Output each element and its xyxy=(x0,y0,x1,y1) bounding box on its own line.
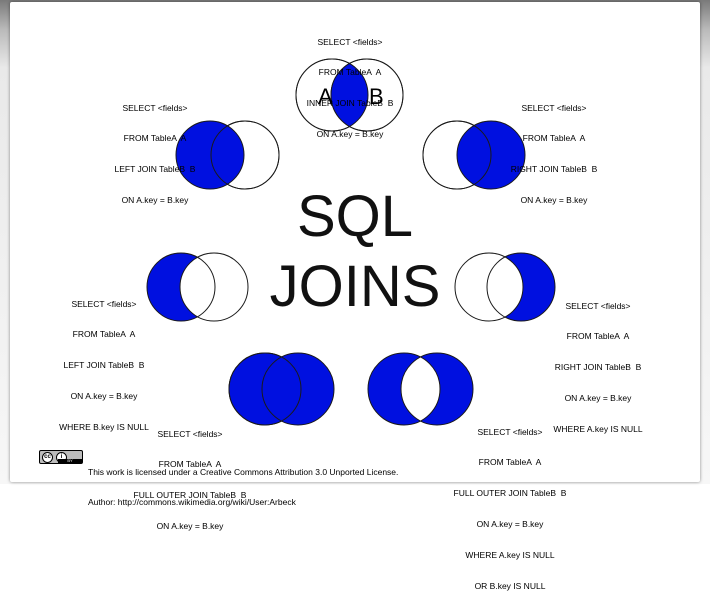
right-excl-code: SELECT <fields> FROM TableA A RIGHT JOIN… xyxy=(538,280,658,445)
code-line: FROM TableA A xyxy=(123,133,187,144)
creative-commons-by-icon: cc i BY xyxy=(39,450,83,464)
license-text: This work is licensed under a Creative C… xyxy=(88,447,398,517)
label-b: B xyxy=(369,84,384,109)
code-line: SELECT <fields> xyxy=(317,36,383,47)
code-line: FROM TableA A xyxy=(72,329,136,340)
inner-join-venn: A B xyxy=(295,58,404,132)
code-line: LEFT JOIN TableB B xyxy=(63,360,145,371)
right-join-venn xyxy=(422,120,526,190)
left-excl-circle-a xyxy=(147,253,215,321)
code-line: ON A.key = B.key xyxy=(70,391,138,402)
code-line: ON A.key = B.key xyxy=(156,521,224,532)
code-line: FROM TableA A xyxy=(478,457,542,468)
full-outer-venn xyxy=(228,352,335,426)
left-excl-circle-b xyxy=(179,252,249,322)
code-line: ON A.key = B.key xyxy=(564,393,632,404)
code-line: WHERE A.key IS NULL xyxy=(465,550,555,561)
left-join-circle-a xyxy=(175,120,245,190)
code-line: FROM TableA A xyxy=(318,67,382,78)
author-line: Author: http://commons.wikimedia.org/wik… xyxy=(88,497,296,507)
code-line: WHERE B.key IS NULL xyxy=(59,422,149,433)
badge-strip-label: BY xyxy=(67,458,73,463)
full-outer-excl-code: SELECT <fields> FROM TableA A FULL OUTER… xyxy=(450,406,570,602)
code-line: SELECT <fields> xyxy=(71,298,137,309)
venn-diagrams: A B xyxy=(146,58,556,426)
code-line: ON A.key = B.key xyxy=(316,129,384,140)
code-line: SELECT <fields> xyxy=(521,102,587,113)
right-excl-circle-b xyxy=(487,253,555,321)
full-outer-circle-b xyxy=(261,352,335,426)
code-line: FROM TableA A xyxy=(158,459,222,470)
code-line: ON A.key = B.key xyxy=(476,519,544,530)
code-line: SELECT <fields> xyxy=(477,426,543,437)
code-line: FROM TableA A xyxy=(566,331,630,342)
code-line: OR B.key IS NULL xyxy=(474,581,546,592)
sql-title: SQL xyxy=(296,184,414,249)
inner-join-intersection xyxy=(331,59,368,131)
right-excl-venn xyxy=(454,252,556,322)
code-line: LEFT JOIN TableB B xyxy=(114,164,196,175)
left-excl-venn xyxy=(146,252,249,322)
label-a: A xyxy=(318,84,333,109)
code-line: FROM TableA A xyxy=(522,133,586,144)
left-join-venn xyxy=(175,120,280,190)
code-line: SELECT <fields> xyxy=(157,428,223,439)
cc-glyph: cc xyxy=(42,451,53,463)
right-excl-circle-a xyxy=(454,252,524,322)
code-line: SELECT <fields> xyxy=(122,102,188,113)
full-outer-excl-intersection xyxy=(401,353,440,425)
code-line: ON A.key = B.key xyxy=(520,195,588,206)
left-join-code: SELECT <fields> FROM TableA A LEFT JOIN … xyxy=(95,82,215,216)
left-excl-code: SELECT <fields> FROM TableA A LEFT JOIN … xyxy=(44,278,164,443)
code-line: ON A.key = B.key xyxy=(121,195,189,206)
joins-title: JOINS xyxy=(269,254,441,319)
inner-join-code: SELECT <fields> FROM TableA A INNER JOIN… xyxy=(290,16,410,150)
code-line: WHERE A.key IS NULL xyxy=(553,424,643,435)
license-line: This work is licensed under a Creative C… xyxy=(88,467,399,477)
code-line: INNER JOIN TableB B xyxy=(306,98,394,109)
code-line: FULL OUTER JOIN TableB B xyxy=(453,488,567,499)
code-line: RIGHT JOIN TableB B xyxy=(510,164,598,175)
code-line: SELECT <fields> xyxy=(565,300,631,311)
right-join-code: SELECT <fields> FROM TableA A RIGHT JOIN… xyxy=(494,82,614,216)
full-outer-excl-venn xyxy=(367,352,474,426)
badge-strip: BY xyxy=(58,459,82,463)
code-line: RIGHT JOIN TableB B xyxy=(554,362,642,373)
